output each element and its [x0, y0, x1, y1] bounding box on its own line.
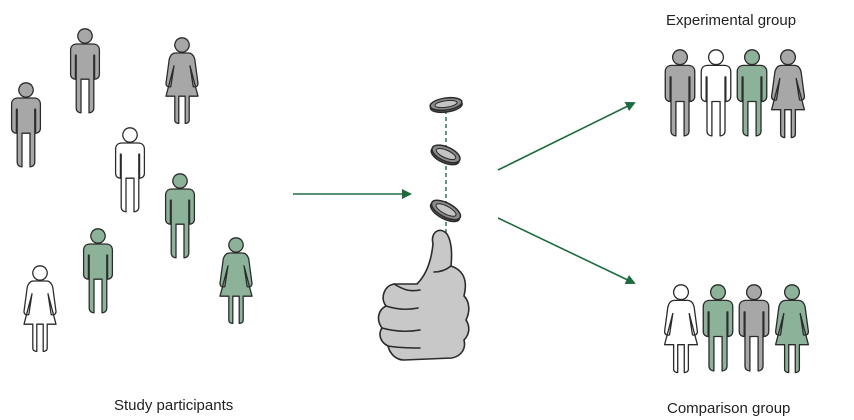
person-head — [671, 49, 689, 66]
person-head — [707, 49, 725, 66]
participant-1-male-figure-icon — [10, 82, 42, 168]
experimental-member-4-female-figure-icon — [770, 49, 806, 139]
participant-8-female-figure-icon — [219, 237, 253, 325]
person-head — [32, 265, 48, 281]
person-body — [736, 64, 768, 137]
participant-2-male-figure-icon — [69, 28, 101, 114]
person-body — [663, 299, 699, 374]
person-head — [90, 228, 106, 244]
comparison-member-4-female-figure-icon — [774, 284, 810, 374]
experimental-group-label: Experimental group — [666, 12, 796, 29]
experimental-member-1-male-figure-icon — [664, 49, 696, 137]
study-participants-cluster — [10, 28, 253, 353]
person-body — [770, 64, 806, 139]
coin-icon — [429, 96, 463, 114]
comparison-group-label: Comparison group — [667, 400, 790, 417]
comparison-member-3-male-figure-icon — [738, 284, 770, 372]
coin-toss — [377, 96, 470, 361]
person-body — [82, 243, 114, 314]
person-head — [672, 284, 690, 301]
person-head — [172, 173, 188, 189]
person-body — [23, 280, 57, 353]
person-body — [738, 299, 770, 372]
person-head — [18, 82, 34, 98]
person-head — [77, 28, 93, 44]
person-body — [774, 299, 810, 374]
person-body — [702, 299, 734, 372]
person-head — [709, 284, 727, 301]
person-head — [783, 284, 801, 301]
person-body — [664, 64, 696, 137]
person-head — [174, 37, 190, 53]
person-head — [228, 237, 244, 253]
participant-7-female-figure-icon — [23, 265, 57, 353]
person-head — [743, 49, 761, 66]
person-body — [164, 188, 196, 259]
experimental-member-2-male-figure-icon — [700, 49, 732, 137]
experimental-member-3-male-figure-icon — [736, 49, 768, 137]
person-head — [745, 284, 763, 301]
participant-4-male-figure-icon — [114, 127, 146, 213]
person-head — [779, 49, 797, 66]
person-body — [114, 142, 146, 213]
person-body — [165, 52, 199, 125]
person-body — [700, 64, 732, 137]
study-participants-label: Study participants — [114, 397, 233, 414]
arrow-to-experimental-group — [497, 102, 636, 171]
person-head — [122, 127, 138, 143]
coin-icon — [430, 144, 461, 166]
comparison-member-2-male-figure-icon — [702, 284, 734, 372]
participant-6-male-figure-icon — [82, 228, 114, 314]
person-body — [219, 252, 253, 325]
thumbs-up-hand-icon — [377, 229, 470, 361]
comparison-member-1-female-figure-icon — [663, 284, 699, 374]
arrow-to-comparison-group — [497, 217, 636, 285]
participant-5-male-figure-icon — [164, 173, 196, 259]
person-body — [69, 43, 101, 114]
participant-3-female-figure-icon — [165, 37, 199, 125]
comparison-group-row — [663, 284, 810, 374]
experimental-group-row — [664, 49, 806, 139]
person-body — [10, 97, 42, 168]
coin-icon — [429, 199, 462, 223]
